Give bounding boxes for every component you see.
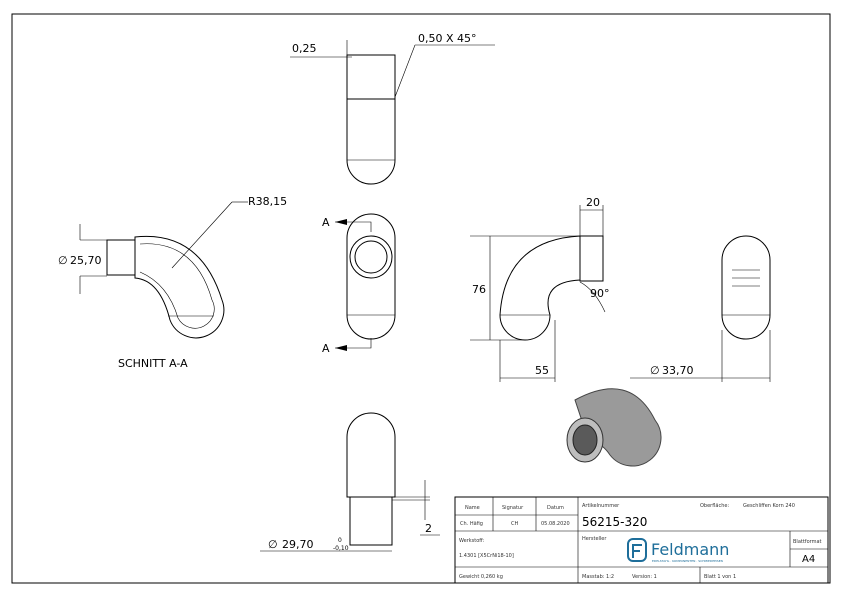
diameter-symbol: ∅: [268, 538, 278, 551]
bottom-view: ∅ 29,70 0 -0,10 2: [260, 412, 440, 552]
blatt: Blatt 1 von 1: [704, 574, 736, 580]
werkstoff-label: Werkstoff:: [459, 538, 485, 544]
dim-length-55: 55: [535, 364, 549, 377]
section-label: SCHNITT A-A: [118, 357, 188, 370]
section-marker-bottom: A: [322, 342, 330, 355]
section-view: ∅ 25,70 R38,15 SCHNITT A-A: [58, 195, 287, 370]
dim-chamfer-offset: 0,25: [292, 42, 317, 55]
artikel-value: 56215-320: [582, 515, 647, 529]
feldmann-logo: Feldmann EDELSTAHL · KOMPONENTEN · SCHMI…: [627, 538, 729, 563]
front-view: A A: [322, 213, 396, 355]
blattformat-value: A4: [802, 554, 815, 565]
gewicht: Gewicht 0,260 kg: [459, 574, 503, 580]
diameter-symbol: ∅: [650, 364, 660, 377]
name-value: Ch. Häfig: [460, 521, 483, 527]
signatur-value: CH: [511, 521, 518, 527]
tolerance-lower: -0,10: [333, 545, 349, 552]
version: Version: 1: [632, 574, 657, 580]
tolerance-upper: 0: [338, 537, 342, 544]
dim-diameter-outer: 33,70: [662, 364, 694, 377]
blattformat-label: Blattformat: [793, 539, 822, 545]
oberflaeche-value: Geschliffen Korn 240: [743, 503, 795, 509]
back-view: ∅ 33,70: [630, 235, 771, 382]
dim-height-76: 76: [472, 283, 486, 296]
hersteller-label: Hersteller: [582, 536, 607, 542]
massstab: Masstab: 1:2: [582, 574, 614, 580]
artikel-label: Artikelnummer: [582, 503, 620, 509]
diameter-symbol: ∅: [58, 254, 68, 267]
datum-value: 05.08.2020: [541, 521, 570, 527]
dim-chamfer: 0,50 X 45°: [418, 32, 477, 45]
side-view: 76 20 90° 55: [470, 196, 610, 382]
logo-text: Feldmann: [651, 540, 729, 559]
dim-angle: 90°: [590, 287, 610, 300]
signatur-label: Signatur: [502, 505, 524, 511]
top-view: 0,25 0,50 X 45°: [290, 32, 495, 185]
title-block: Name Signatur Datum Ch. Häfig CH 05.08.2…: [454, 496, 829, 584]
dim-diameter-spigot: 29,70: [282, 538, 314, 551]
werkstoff-value: 1.4301 [X5CrNi18-10]: [459, 553, 514, 559]
dim-diameter-inner: 25,70: [70, 254, 102, 267]
dim-radius: R38,15: [248, 195, 287, 208]
isometric-view: [566, 388, 662, 467]
dim-length-2: 2: [425, 522, 432, 535]
logo-tagline: EDELSTAHL · KOMPONENTEN · SCHMIEDEEISEN: [652, 559, 723, 563]
name-label: Name: [465, 505, 480, 511]
section-marker-top: A: [322, 216, 330, 229]
dim-length-20: 20: [586, 196, 600, 209]
sheet-border: [11, 13, 831, 584]
oberflaeche-label: Oberfläche:: [700, 503, 729, 509]
datum-label: Datum: [547, 505, 564, 511]
